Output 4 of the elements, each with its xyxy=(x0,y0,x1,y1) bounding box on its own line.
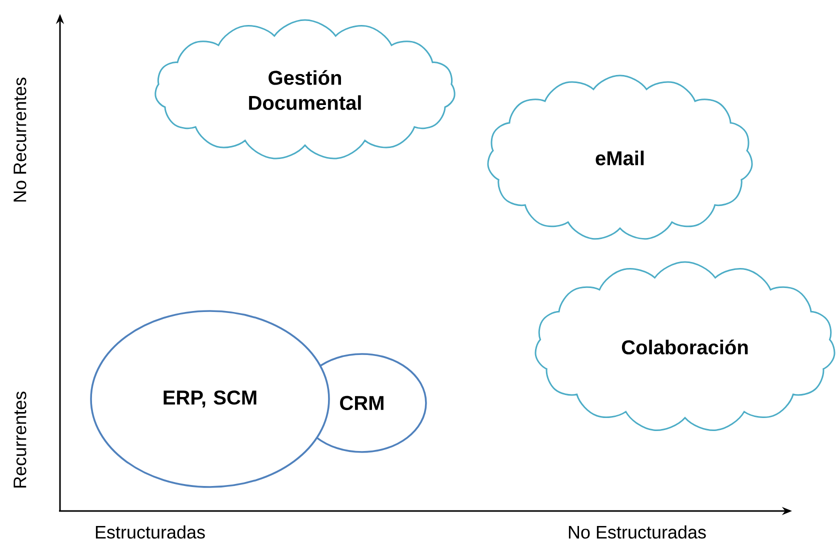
axis-label: Estructuradas xyxy=(96,525,205,539)
axis-label: Recurrentes xyxy=(14,392,26,488)
axis-label: No Estructuradas xyxy=(568,525,706,539)
axis-label: No Recurrentes xyxy=(14,78,26,202)
